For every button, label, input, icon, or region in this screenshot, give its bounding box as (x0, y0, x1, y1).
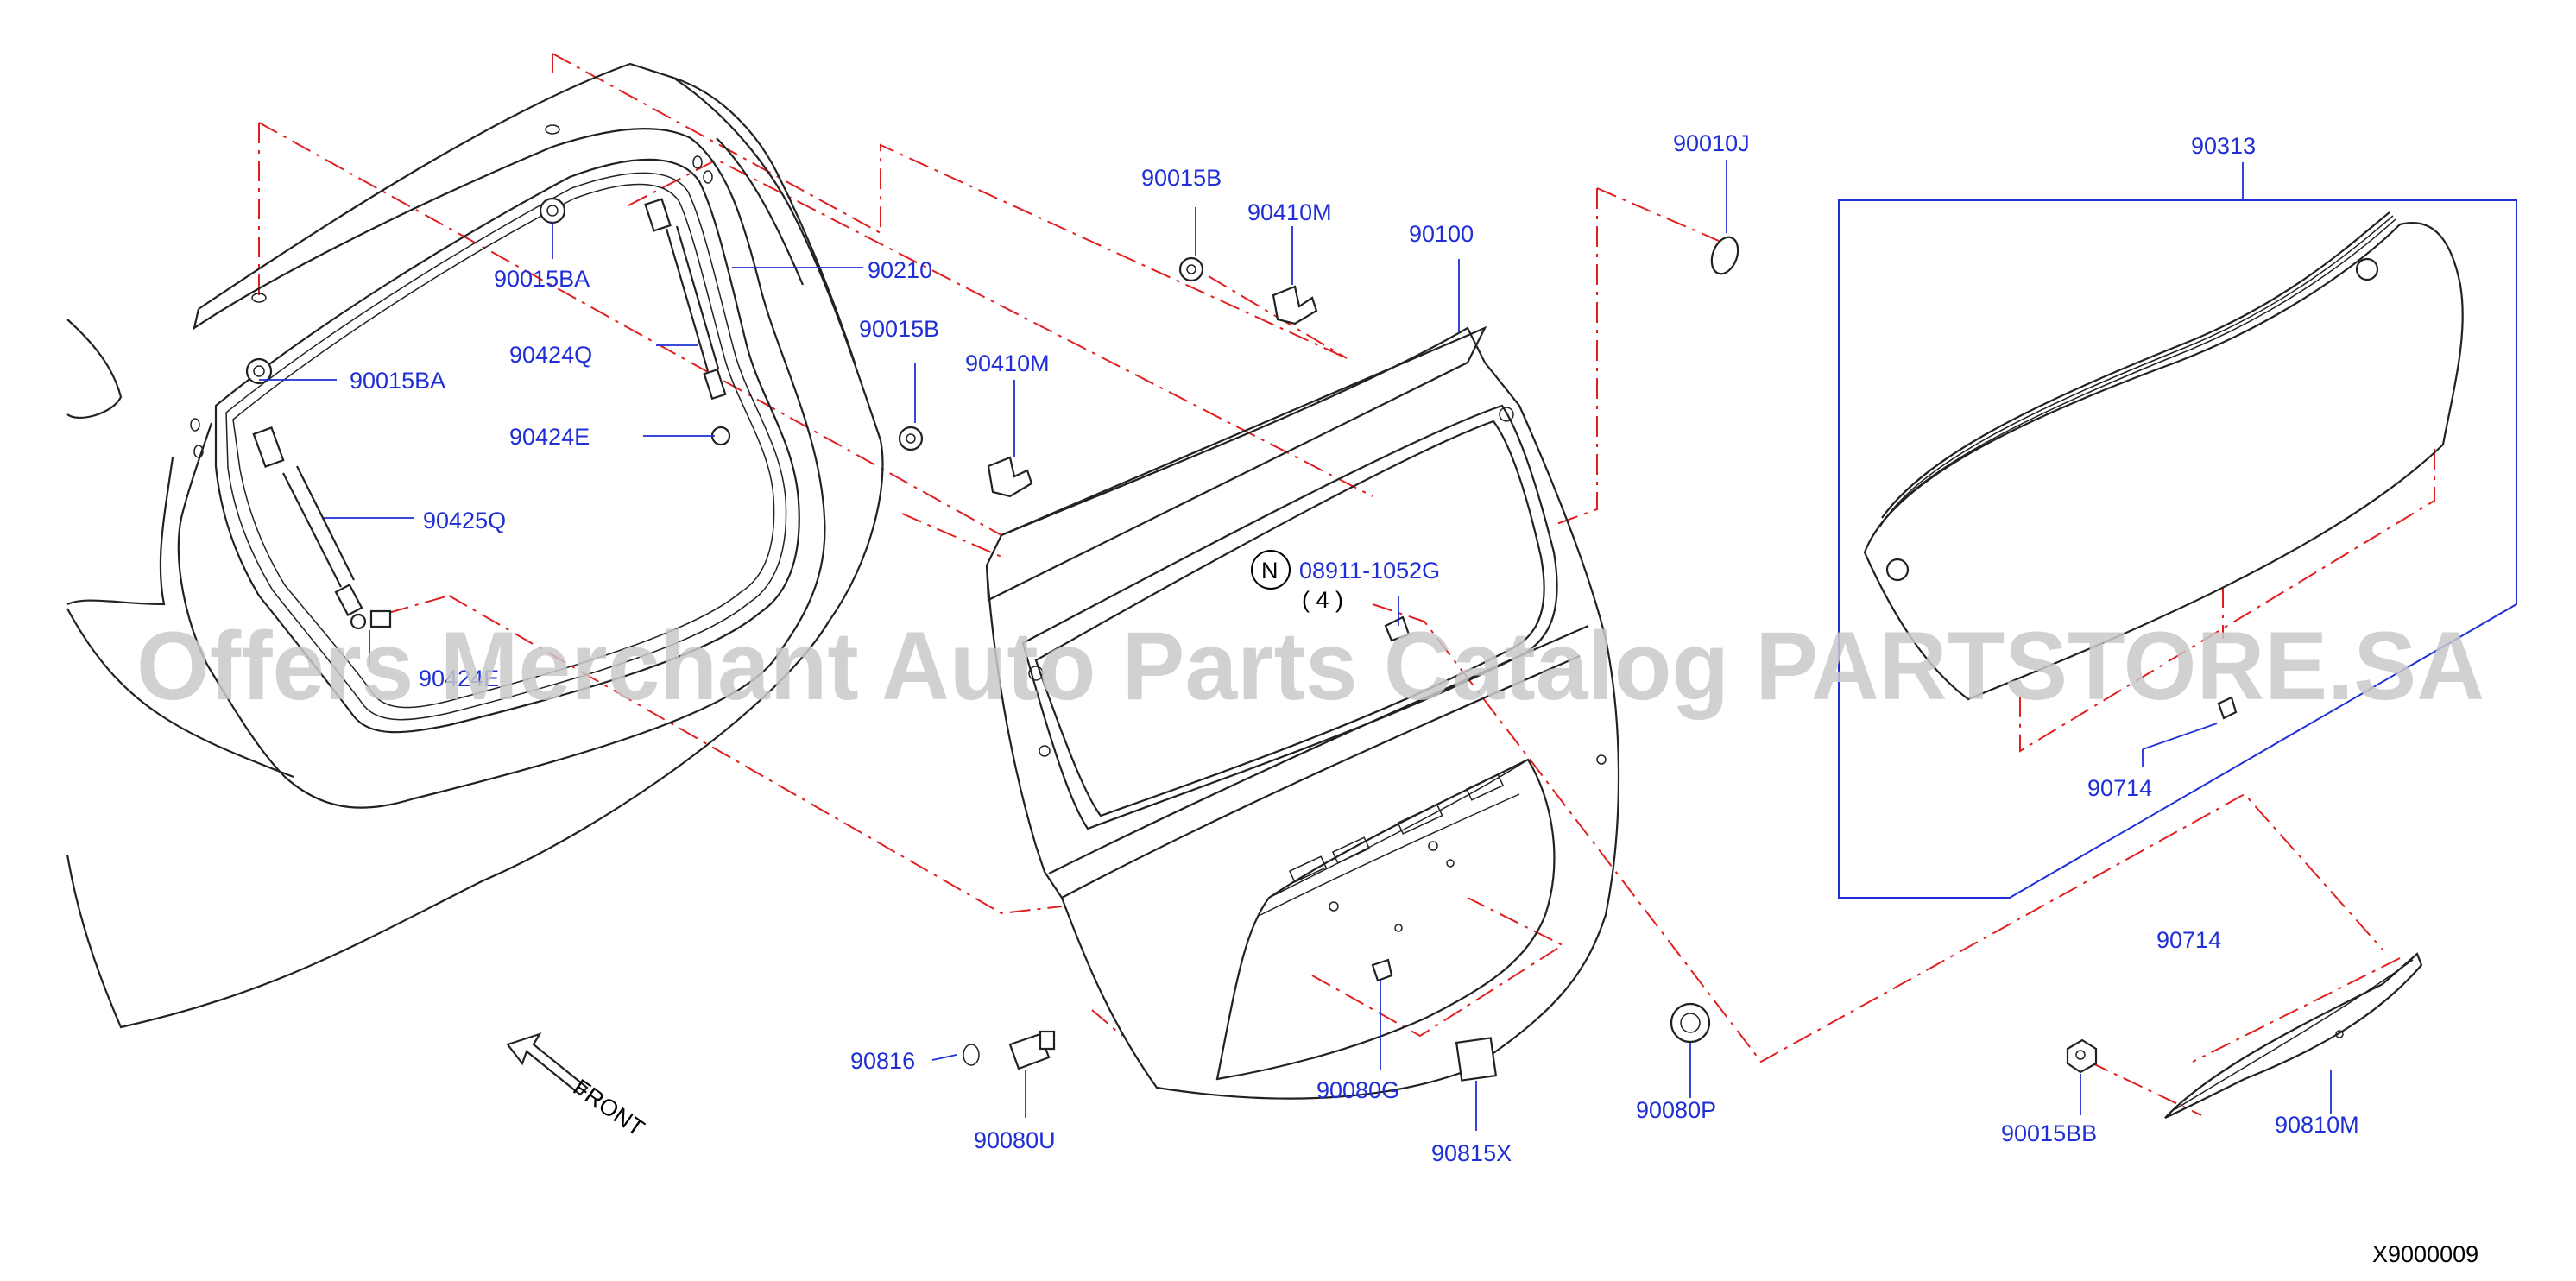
label-90080P: 90080P (1636, 1097, 1716, 1123)
label-90816: 90816 (850, 1048, 915, 1074)
label-90015B-a: 90015B (1141, 165, 1222, 191)
note-symbol-group: N 08911-1052G ( 4 ) (1251, 550, 1440, 613)
label-90080U: 90080U (974, 1127, 1056, 1153)
assembly-guide-lines (258, 53, 2435, 1116)
back-door-panel (985, 325, 1620, 1100)
small-parts-center (963, 236, 1739, 1082)
hinge-lower (898, 426, 1033, 498)
label-90714-a: 90714 (2087, 775, 2152, 801)
hinge-upper (1178, 256, 1318, 325)
label-90810M: 90810M (2275, 1112, 2359, 1138)
label-90714-b: 90714 (2156, 927, 2221, 953)
label-90410M-a: 90410M (1247, 199, 1332, 225)
stop-lamp (2066, 952, 2423, 1120)
label-90424E-a: 90424E (509, 424, 590, 450)
label-90815X: 90815X (1431, 1140, 1512, 1166)
leader-lines (259, 160, 2332, 1131)
label-90425Q: 90425Q (423, 508, 506, 533)
label-90015BA-a: 90015BA (494, 266, 590, 292)
spoiler (1863, 211, 2464, 720)
part-labels: 90015BA 90015BA 90210 90424Q 90424E 9042… (350, 130, 2359, 1166)
label-90424E-b: 90424E (419, 666, 499, 691)
label-90010J: 90010J (1673, 130, 1750, 156)
front-arrow: FRONT (506, 1032, 649, 1141)
label-90210: 90210 (868, 257, 932, 283)
gas-strut-right (644, 198, 731, 446)
label-90313: 90313 (2191, 133, 2256, 159)
gas-strut-left (252, 426, 367, 630)
fasteners-left (245, 197, 566, 628)
label-90015B-b: 90015B (859, 316, 939, 342)
label-90100: 90100 (1409, 221, 1474, 247)
label-90080G: 90080G (1316, 1077, 1399, 1103)
note-symbol: N (1261, 558, 1279, 584)
label-90410M-b: 90410M (965, 350, 1050, 376)
diagram-id: X9000009 (2372, 1241, 2478, 1267)
note-part-number: 08911-1052G (1299, 558, 1440, 584)
body-opening (66, 62, 884, 1029)
label-90015BB: 90015BB (2001, 1120, 2097, 1146)
label-90015BA-b: 90015BA (350, 368, 445, 394)
spoiler-bracket (1838, 199, 2517, 899)
watermark: Offers Merchant Auto Parts Catalog PARTS… (136, 612, 2484, 720)
note-quantity: ( 4 ) (1302, 587, 1343, 613)
label-90424Q: 90424Q (509, 342, 592, 368)
front-label: FRONT (569, 1074, 649, 1141)
